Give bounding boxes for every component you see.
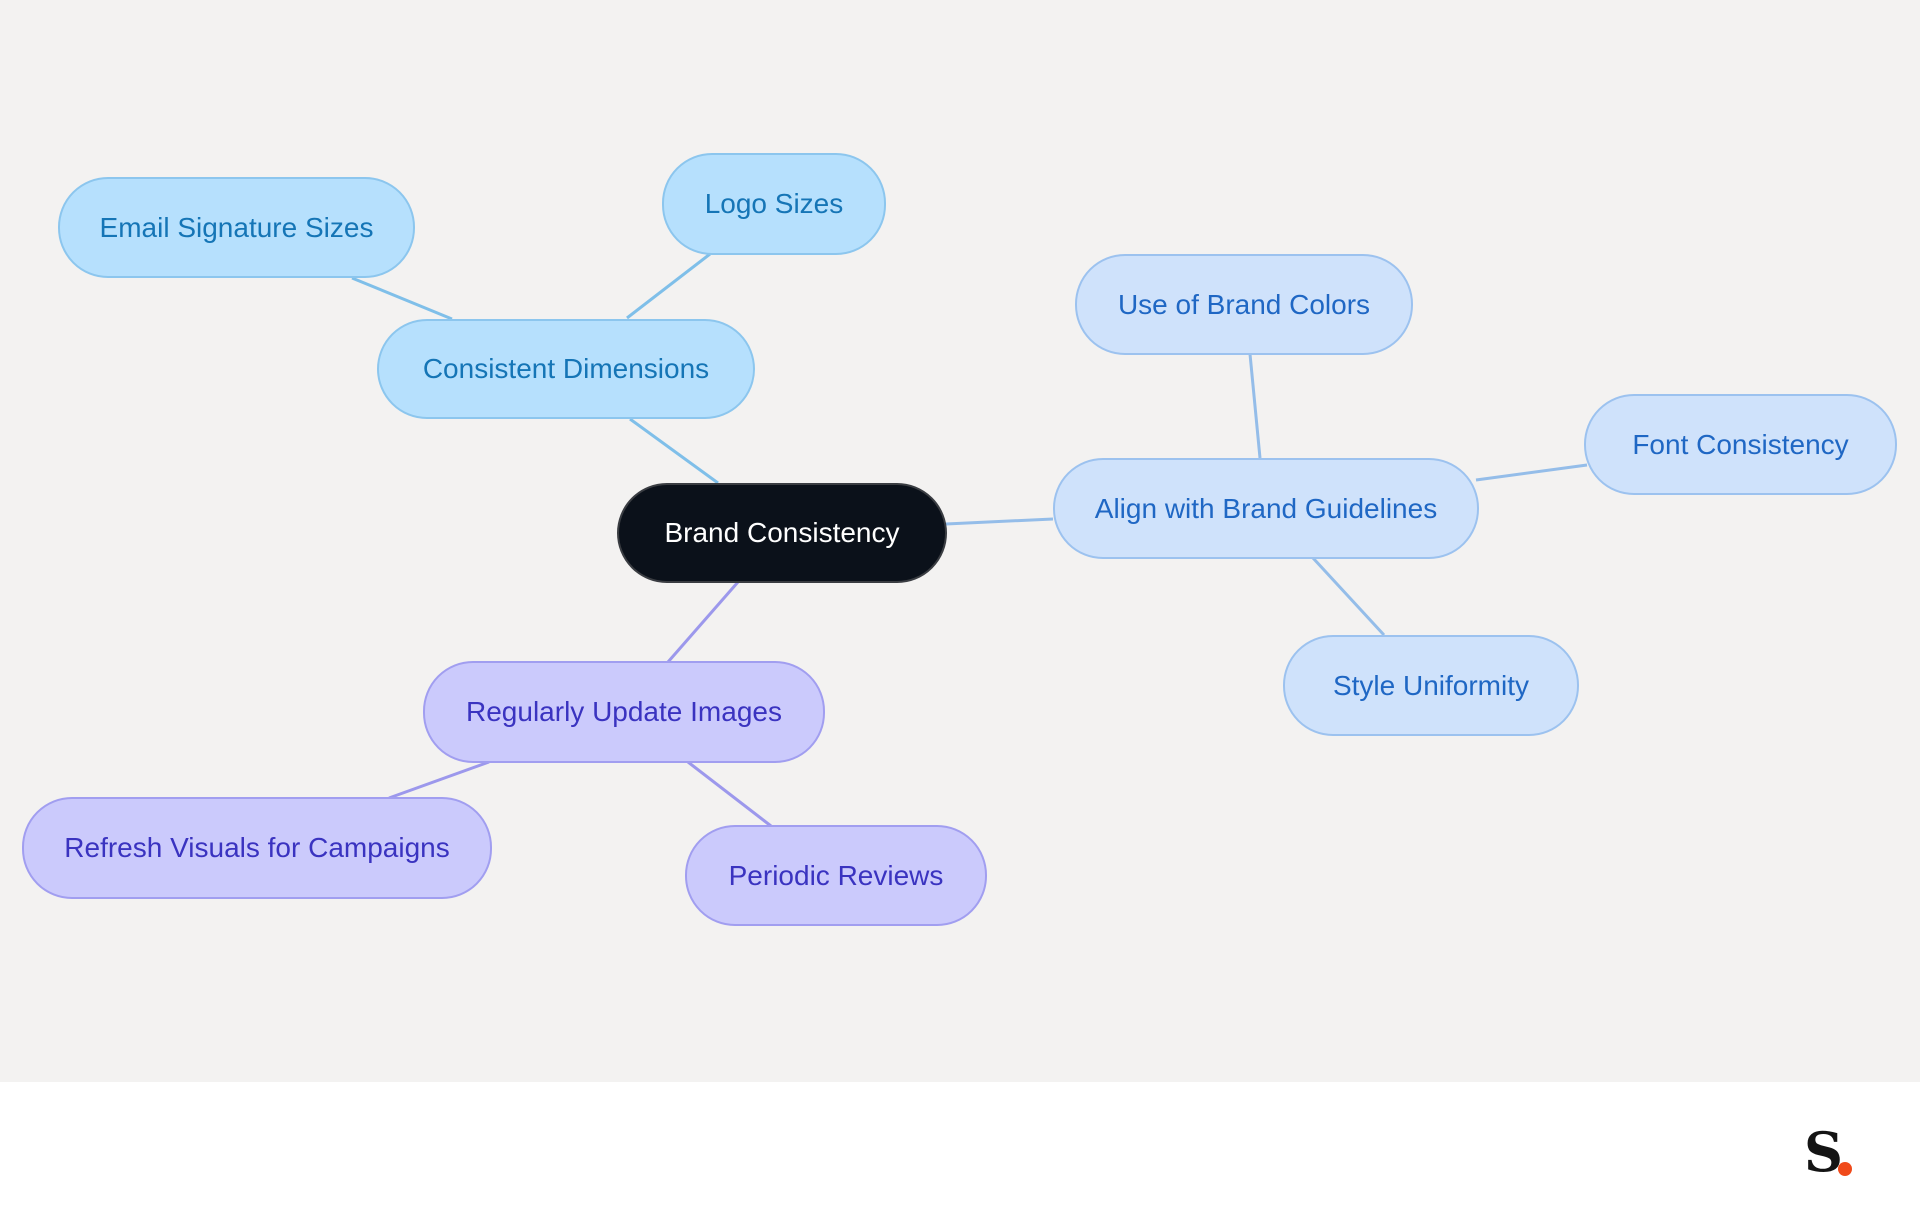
logo-letter-s: S — [1804, 1120, 1843, 1184]
mind-map-canvas: Brand Consistency Consistent Dimensions … — [0, 0, 1920, 1082]
link-root-regularly-update-images — [666, 581, 740, 663]
leaf-node-use-of-brand-colors[interactable]: Use of Brand Colors — [1075, 254, 1413, 355]
branch-node-regularly-update-images[interactable]: Regularly Update Images — [423, 661, 825, 763]
root-node-brand-consistency[interactable]: Brand Consistency — [617, 483, 947, 583]
link-logo-sizes — [626, 252, 711, 320]
leaf-node-label: Font Consistency — [1632, 428, 1849, 460]
leaf-node-email-signature-sizes[interactable]: Email Signature Sizes — [58, 177, 415, 278]
leaf-node-logo-sizes[interactable]: Logo Sizes — [662, 153, 886, 255]
branch-node-align-with-brand-guidelines[interactable]: Align with Brand Guidelines — [1053, 458, 1479, 559]
leaf-node-label: Style Uniformity — [1332, 669, 1530, 701]
link-root-consistent-dimensions — [629, 417, 719, 485]
leaf-node-label: Periodic Reviews — [728, 859, 944, 891]
branch-node-label: Consistent Dimensions — [422, 353, 710, 384]
branch-node-label: Align with Brand Guidelines — [1094, 492, 1438, 524]
branch-node-label: Regularly Update Images — [466, 696, 782, 727]
link-font-consistency — [1475, 463, 1588, 482]
footer-bar — [0, 1082, 1920, 1215]
s-dot-logo-icon: S — [1804, 1124, 1868, 1180]
leaf-node-periodic-reviews[interactable]: Periodic Reviews — [685, 825, 987, 926]
leaf-node-label: Refresh Visuals for Campaigns — [64, 832, 450, 863]
root-node-label: Brand Consistency — [664, 517, 900, 548]
leaf-node-label: Use of Brand Colors — [1117, 288, 1371, 320]
link-root-align-brand-guidelines — [945, 517, 1054, 526]
leaf-node-style-uniformity[interactable]: Style Uniformity — [1283, 635, 1579, 736]
leaf-node-label: Email Signature Sizes — [99, 211, 374, 243]
connector-lines — [351, 252, 1588, 828]
branch-node-consistent-dimensions[interactable]: Consistent Dimensions — [377, 319, 755, 419]
link-style-uniformity — [1311, 556, 1386, 637]
leaf-node-font-consistency[interactable]: Font Consistency — [1584, 394, 1897, 495]
link-refresh-visuals — [388, 760, 490, 800]
logo-dot — [1838, 1162, 1852, 1176]
link-use-of-brand-colors — [1248, 353, 1262, 459]
leaf-node-refresh-visuals-for-campaigns[interactable]: Refresh Visuals for Campaigns — [22, 797, 492, 899]
link-email-signature-sizes — [351, 276, 453, 321]
link-periodic-reviews — [687, 760, 772, 828]
leaf-node-label: Logo Sizes — [704, 188, 844, 219]
